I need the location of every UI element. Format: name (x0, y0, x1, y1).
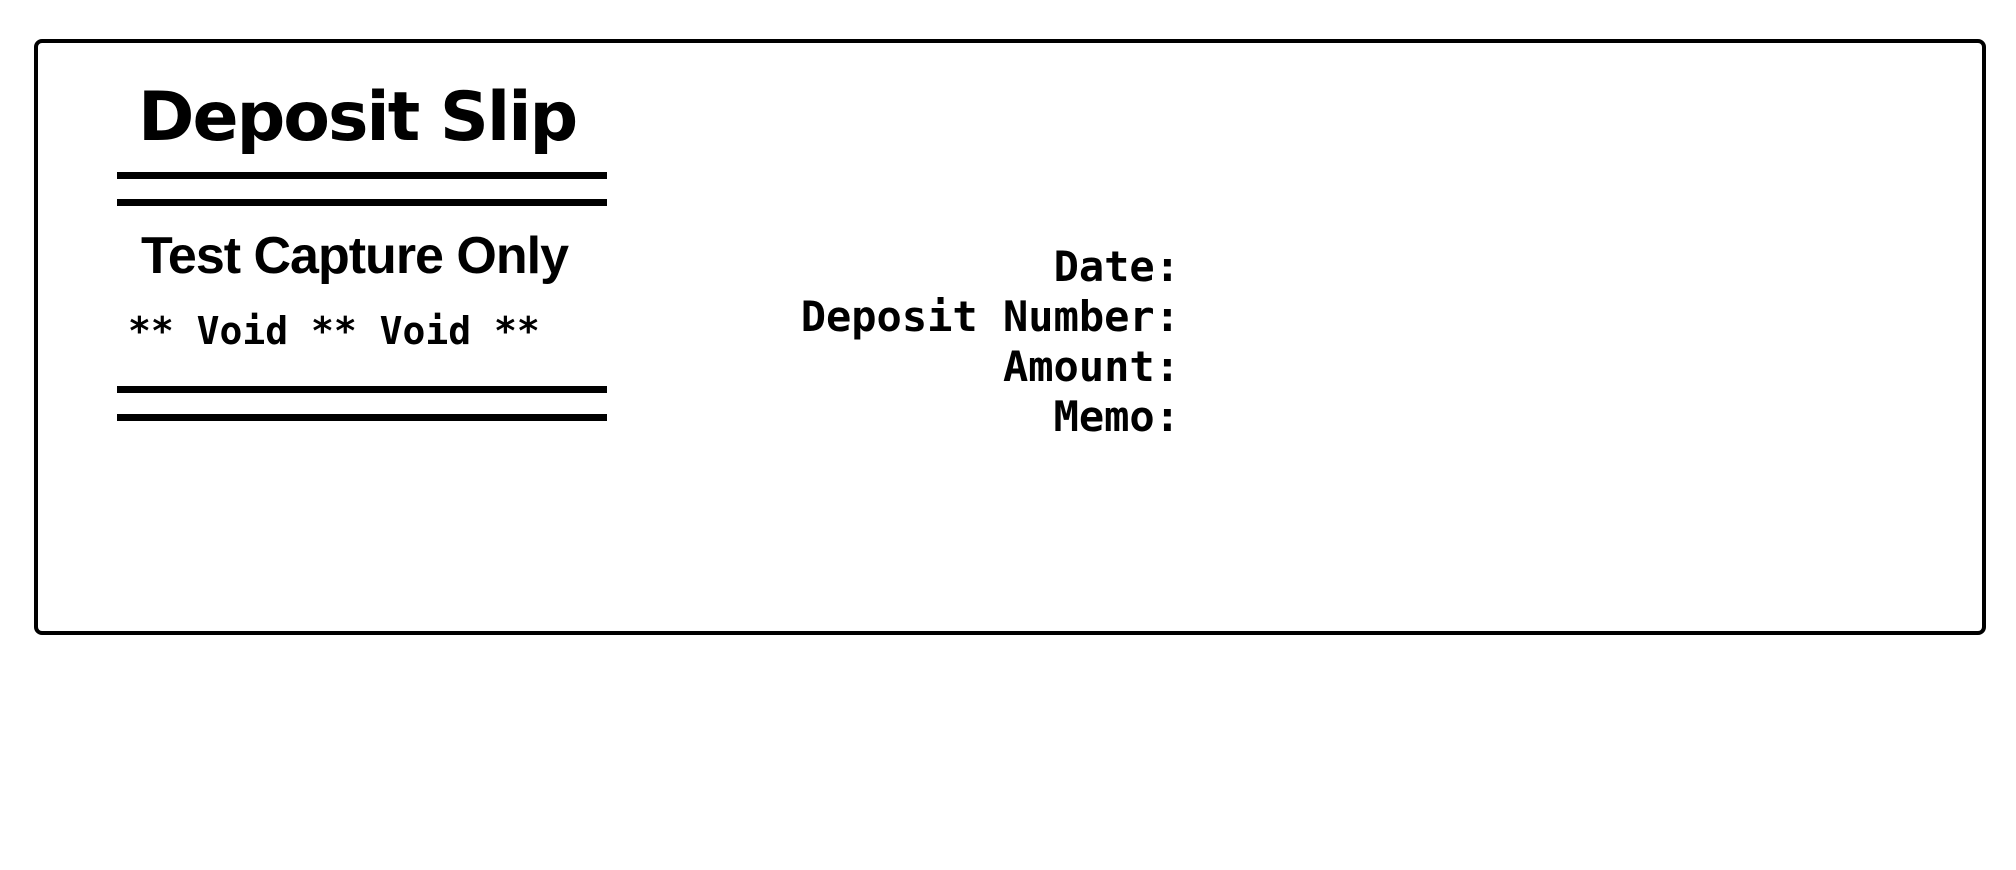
deposit-fields: Date: Deposit Number: Amount: Memo: (801, 242, 1180, 442)
test-capture-notice: Test Capture Only (141, 227, 569, 285)
notice-rule-top (117, 386, 607, 393)
date-label: Date: (1053, 242, 1180, 291)
amount-label: Amount: (1002, 342, 1180, 391)
title-rule-top (117, 172, 607, 179)
memo-label: Memo: (1053, 392, 1180, 441)
notice-rule-bottom (117, 414, 607, 421)
deposit-number-label: Deposit Number: (800, 292, 1180, 341)
title-rule-bottom (117, 199, 607, 206)
slip-title: Deposit Slip (138, 78, 578, 157)
deposit-slip: Deposit Slip Test Capture Only ** Void *… (34, 39, 1986, 635)
void-stamp: ** Void ** Void ** (128, 309, 540, 353)
